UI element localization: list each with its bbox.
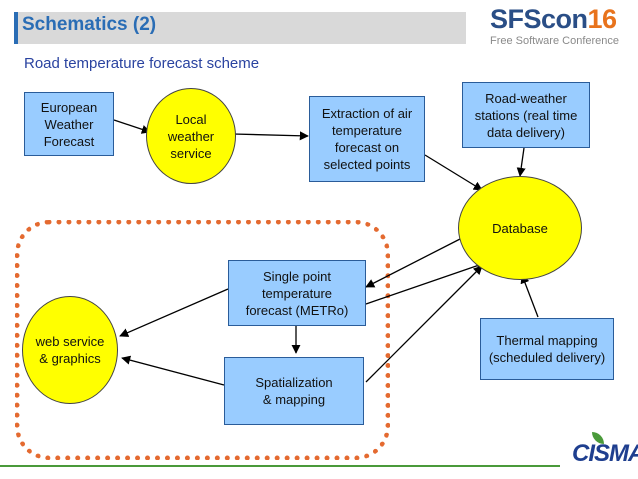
node-database: Database <box>458 176 582 280</box>
arrow-local-to-extraction <box>232 131 309 141</box>
node-local-weather-service: Local weather service <box>146 88 236 184</box>
cisma-logo: CISMA <box>572 440 638 467</box>
slide-title: Schematics (2) <box>22 14 157 35</box>
node-web-service-graphics: web service & graphics <box>22 296 118 404</box>
node-spatialization-mapping: Spatialization & mapping <box>224 357 364 425</box>
sfscon-logo: SFScon16 Free Software Conference <box>490 4 630 52</box>
arrow-database-to-metro <box>365 237 463 288</box>
diagram-subtitle: Road temperature forecast scheme <box>24 55 260 72</box>
arrow-thermal-to-database <box>520 274 539 318</box>
logo-name: SFScon <box>490 4 588 34</box>
logo-wordmark: SFScon16 <box>490 4 630 34</box>
title-accent <box>14 12 18 44</box>
dashed-group-outline <box>15 220 390 460</box>
logo-tagline: Free Software Conference <box>490 35 620 47</box>
arrow-metro-to-web <box>119 288 229 337</box>
arrow-metro-to-database <box>365 261 486 305</box>
node-extraction: Extraction of air temperature forecast o… <box>309 96 425 182</box>
arrow-spatial-to-database <box>365 265 483 383</box>
arrow-ewf-to-local <box>113 119 151 134</box>
node-road-weather-stations: Road-weather stations (real time data de… <box>462 82 590 148</box>
logo-number: 16 <box>587 4 618 34</box>
footer-line <box>0 465 560 467</box>
arrow-extraction-to-database <box>424 154 483 191</box>
title-bar <box>14 12 466 44</box>
node-single-point-forecast: Single point temperature forecast (METRo… <box>228 260 366 326</box>
node-thermal-mapping: Thermal mapping (scheduled delivery) <box>480 318 614 380</box>
arrow-spatial-to-web <box>121 355 225 386</box>
node-european-weather-forecast: European Weather Forecast <box>24 92 114 156</box>
arrow-stations-to-database <box>516 147 526 177</box>
